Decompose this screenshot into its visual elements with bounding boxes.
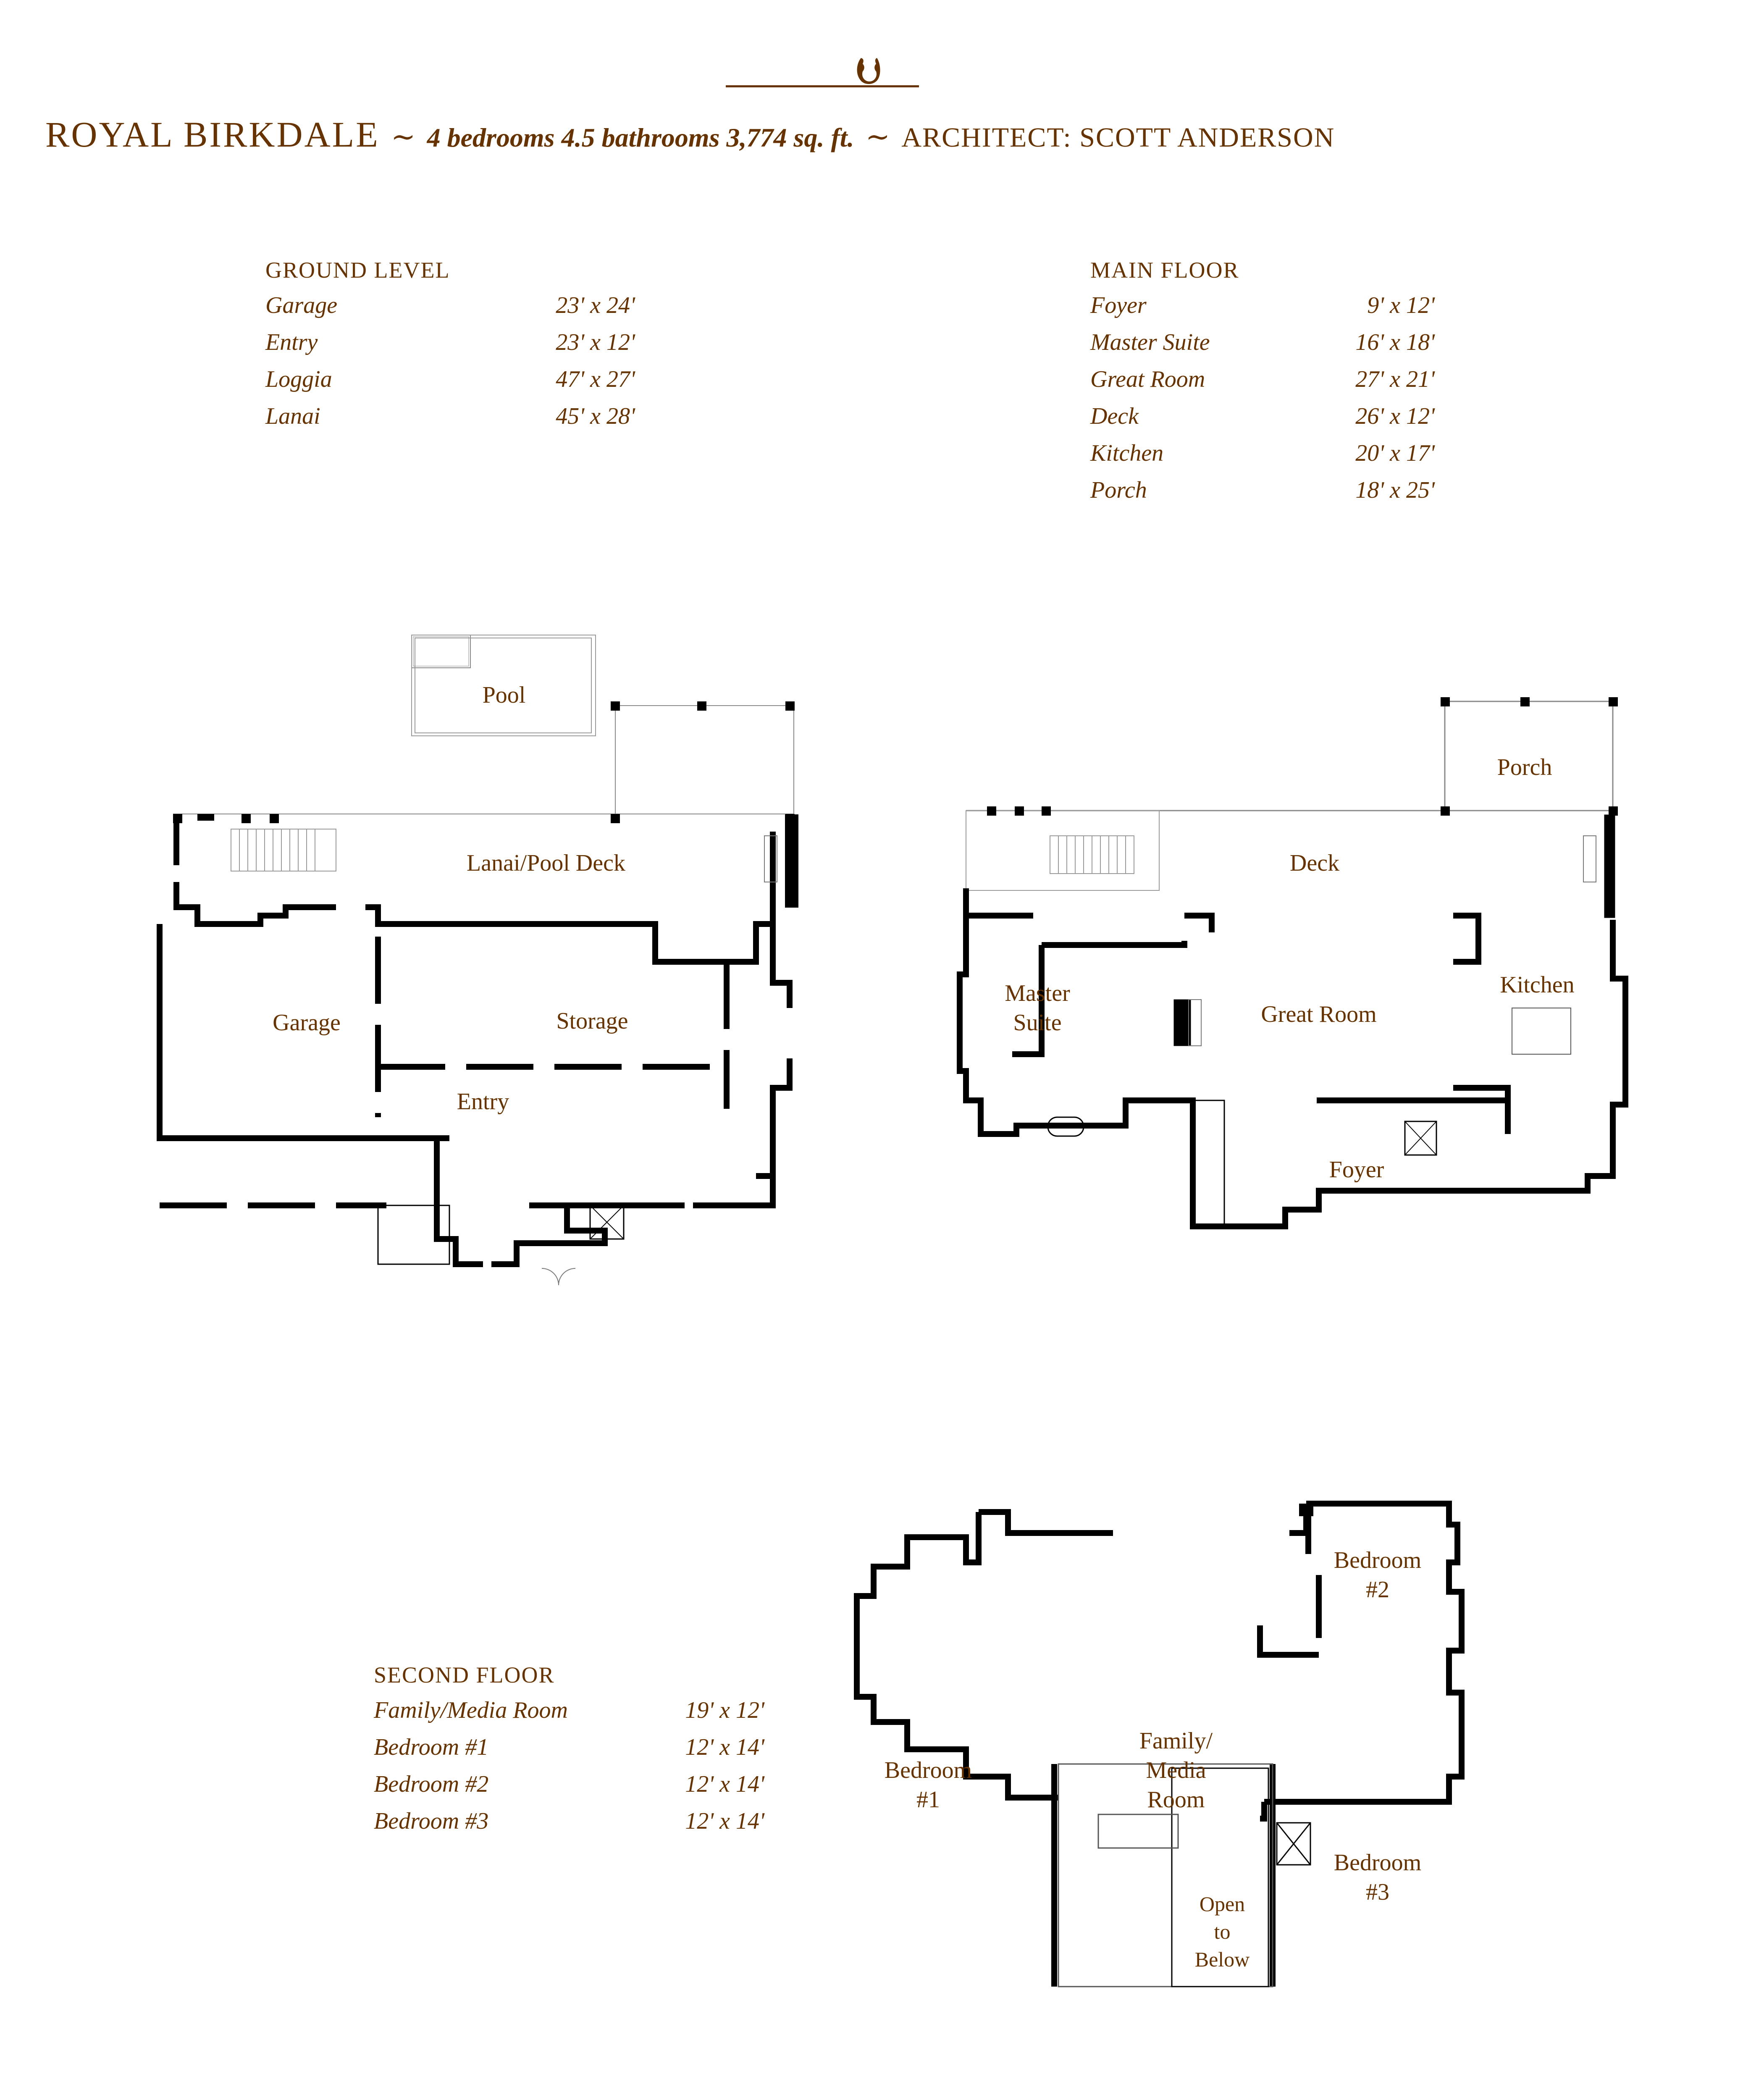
ground-room-label-garage: Garage — [273, 1010, 341, 1036]
room-row: Bedroom #1 12' x 14' — [374, 1734, 764, 1761]
room-size: 12' x 14' — [685, 1734, 764, 1760]
room-name: Lanai — [265, 403, 320, 429]
room-row: Porch 18' x 25' — [1090, 477, 1435, 504]
room-row: Foyer 9' x 12' — [1090, 292, 1435, 319]
room-row: Garage 23' x 24' — [265, 292, 635, 319]
room-name: Entry — [265, 329, 318, 355]
room-name: Bedroom #1 — [374, 1734, 489, 1760]
room-name: Garage — [265, 292, 338, 318]
title-row: ROYAL BIRKDALE ~ 4 bedrooms 4.5 bathroom… — [45, 113, 1725, 164]
room-name: Bedroom #2 — [374, 1771, 489, 1797]
bedroom-3-line-2: #3 — [1366, 1879, 1389, 1905]
room-name: Master Suite — [1090, 329, 1210, 355]
room-size: 12' x 14' — [685, 1808, 764, 1834]
family-line-3: Room — [1147, 1787, 1205, 1813]
second-floor-heading: SECOND FLOOR — [374, 1662, 555, 1688]
room-size: 23' x 12' — [556, 329, 635, 355]
room-name: Family/Media Room — [374, 1697, 568, 1723]
second-room-label-bedroom-3: Bedroom #3 — [1310, 1848, 1445, 1907]
ground-room-label-storage: Storage — [556, 1008, 628, 1034]
room-name: Loggia — [265, 366, 332, 392]
main-room-label-great-room: Great Room — [1261, 1001, 1377, 1027]
ground-room-label-lanai: Lanai/Pool Deck — [467, 850, 625, 876]
room-row: Loggia 47' x 27' — [265, 366, 635, 393]
plan-stats: 4 bedrooms 4.5 bathrooms 3,774 sq. ft. — [427, 123, 854, 152]
main-floor-heading: MAIN FLOOR — [1090, 257, 1239, 283]
second-room-label-bedroom-2: Bedroom #2 — [1310, 1546, 1445, 1604]
plan-name: ROYAL BIRKDALE — [45, 114, 380, 155]
room-size: 27' x 21' — [1355, 366, 1435, 392]
room-row: Great Room 27' x 21' — [1090, 366, 1435, 393]
bedroom-2-line-2: #2 — [1366, 1577, 1389, 1603]
open-line-1: Open — [1199, 1892, 1245, 1916]
room-size: 45' x 28' — [556, 403, 635, 429]
room-size: 18' x 25' — [1355, 477, 1435, 503]
room-row: Deck 26' x 12' — [1090, 403, 1435, 430]
master-line-2: Suite — [1013, 1010, 1062, 1036]
room-row: Family/Media Room 19' x 12' — [374, 1697, 764, 1724]
horseshoe-ornament-icon — [857, 58, 880, 84]
open-line-2: to — [1214, 1920, 1231, 1943]
room-name: Great Room — [1090, 366, 1205, 392]
room-size: 20' x 17' — [1355, 440, 1435, 466]
room-size: 12' x 14' — [685, 1771, 764, 1797]
bedroom-2-line-1: Bedroom — [1334, 1547, 1422, 1573]
room-row: Lanai 45' x 28' — [265, 403, 635, 430]
room-row: Bedroom #2 12' x 14' — [374, 1771, 764, 1798]
bedroom-1-line-2: #1 — [916, 1787, 940, 1813]
room-size: 23' x 24' — [556, 292, 635, 318]
main-room-label-porch: Porch — [1497, 754, 1552, 780]
bedroom-3-line-1: Bedroom — [1334, 1850, 1422, 1876]
open-line-3: Below — [1194, 1948, 1250, 1971]
architect: ARCHITECT: SCOTT ANDERSON — [901, 122, 1335, 153]
room-size: 26' x 12' — [1355, 403, 1435, 429]
ground-level-heading: GROUND LEVEL — [265, 257, 450, 283]
bedroom-1-line-1: Bedroom — [884, 1757, 972, 1783]
ground-room-label-pool: Pool — [482, 682, 526, 708]
family-line-2: Media — [1146, 1757, 1206, 1783]
header-rule — [726, 85, 919, 87]
room-row: Bedroom #3 12' x 14' — [374, 1808, 764, 1835]
room-row: Kitchen 20' x 17' — [1090, 440, 1435, 467]
ground-room-label-entry: Entry — [457, 1089, 509, 1115]
room-name: Deck — [1090, 403, 1139, 429]
room-name: Kitchen — [1090, 440, 1164, 466]
room-name: Porch — [1090, 477, 1147, 503]
family-line-1: Family/ — [1139, 1728, 1213, 1754]
room-row: Master Suite 16' x 18' — [1090, 329, 1435, 356]
room-name: Bedroom #3 — [374, 1808, 489, 1834]
room-row: Entry 23' x 12' — [265, 329, 635, 356]
main-room-label-kitchen: Kitchen — [1500, 972, 1575, 998]
room-size: 47' x 27' — [556, 366, 635, 392]
room-size: 19' x 12' — [685, 1697, 764, 1723]
main-room-label-deck: Deck — [1289, 850, 1340, 876]
room-name: Foyer — [1090, 292, 1147, 318]
room-size: 16' x 18' — [1355, 329, 1435, 355]
room-size: 9' x 12' — [1367, 292, 1435, 318]
second-room-label-bedroom-1: Bedroom #1 — [861, 1756, 995, 1814]
separator: ~ — [865, 119, 890, 154]
main-room-label-foyer: Foyer — [1329, 1157, 1384, 1183]
master-line-1: Master — [1005, 980, 1070, 1006]
separator: ~ — [391, 119, 416, 154]
